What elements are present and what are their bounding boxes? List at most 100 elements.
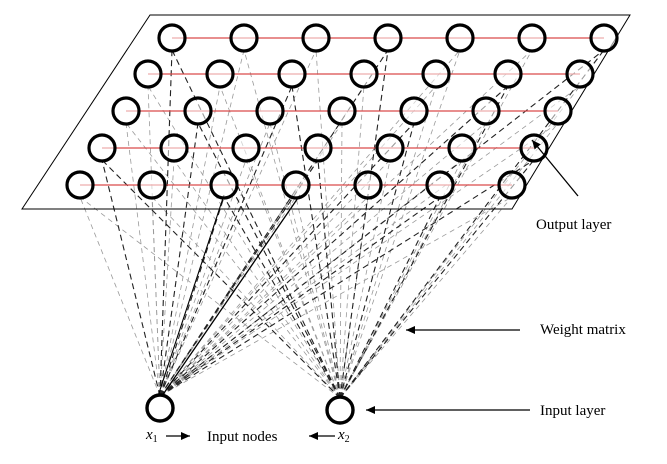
x2-subscript: 2 [344, 434, 350, 445]
output-node [229, 23, 259, 53]
weight-connection [339, 122, 343, 399]
weight-connection [159, 49, 605, 397]
weight-connection [339, 85, 365, 399]
weight-connection [339, 122, 415, 399]
weight-connection [151, 196, 341, 399]
weight-connection [159, 49, 533, 397]
weight-connection-solid [157, 194, 225, 397]
weight-connection [125, 122, 161, 397]
input-nodes-label: Input nodes [207, 429, 278, 445]
output-layer-pointer-arrow [531, 139, 579, 197]
x1-variable-label: x1 [146, 428, 158, 445]
output-node [87, 133, 117, 163]
output-node [471, 96, 501, 126]
output-node [157, 23, 187, 53]
output-node [353, 170, 383, 200]
output-node [425, 170, 455, 200]
weight-connection [339, 49, 533, 399]
weight-connection [159, 85, 293, 397]
output-node [399, 96, 429, 126]
weight-connection [295, 196, 341, 399]
weight-connection [339, 85, 437, 399]
weight-connection [219, 85, 341, 399]
output-layer-label: Output layer [536, 217, 612, 233]
weight-connection [339, 122, 487, 399]
input-node-x2 [325, 395, 355, 425]
weight-matrix-label: Weight matrix [540, 322, 626, 338]
weight-connection [223, 196, 341, 399]
output-node [421, 59, 451, 89]
output-node [111, 96, 141, 126]
weight-connection [339, 159, 535, 399]
output-node [133, 59, 163, 89]
weight-connection [151, 196, 161, 397]
weight-connection [315, 49, 341, 399]
output-node [349, 59, 379, 89]
weight-connection [159, 85, 365, 397]
weight-connection [101, 159, 341, 399]
weight-connection [269, 122, 341, 399]
output-node [281, 170, 311, 200]
weight-connection [339, 85, 509, 399]
weight-connection [159, 159, 175, 397]
x2-variable-label: x2 [338, 428, 350, 445]
output-node [447, 133, 477, 163]
weight-connection [159, 85, 509, 397]
weight-connection [339, 196, 513, 399]
x1-subscript: 1 [152, 434, 158, 445]
weight-connection-solid [161, 194, 301, 397]
weight-connection [159, 159, 535, 397]
weight-connection [159, 122, 199, 397]
output-node [565, 59, 595, 89]
output-node [301, 23, 331, 53]
weight-connection [159, 49, 317, 397]
output-layer-plane [21, 14, 631, 210]
weight-connection [79, 196, 341, 399]
weight-connection [101, 159, 161, 397]
weight-connection [159, 196, 225, 397]
weight-connection [159, 122, 487, 397]
output-node [327, 96, 357, 126]
output-node [493, 59, 523, 89]
weight-connection [339, 49, 461, 399]
output-node [375, 133, 405, 163]
weight-connection [245, 159, 341, 399]
output-node [65, 170, 95, 200]
weight-connection [159, 49, 173, 397]
weight-connection [159, 196, 441, 397]
output-node [137, 170, 167, 200]
weight-connection [173, 159, 341, 399]
output-node [209, 170, 239, 200]
output-node [205, 59, 235, 89]
weight-connection [159, 159, 319, 397]
output-node [543, 96, 573, 126]
output-node [303, 133, 333, 163]
output-node [277, 59, 307, 89]
output-node [231, 133, 261, 163]
output-node [497, 170, 527, 200]
output-node [445, 23, 475, 53]
weight-connection [147, 85, 341, 399]
output-node [589, 23, 619, 53]
x2-base: x [338, 427, 345, 443]
weight-connection [159, 159, 391, 397]
input-node-x1 [145, 393, 175, 423]
weight-connection [197, 122, 341, 399]
weight-connection [159, 85, 437, 397]
weight-connection [339, 159, 391, 399]
weight-connection [125, 122, 341, 399]
weight-connection [159, 196, 369, 397]
output-node [517, 23, 547, 53]
weight-connection [291, 85, 341, 399]
weight-connection [159, 196, 513, 397]
output-node [183, 96, 213, 126]
weight-connection [339, 49, 389, 399]
output-node [519, 133, 549, 163]
weight-connection [159, 85, 221, 397]
weight-connection [339, 196, 441, 399]
output-node [373, 23, 403, 53]
weight-connection [159, 85, 581, 397]
output-node [159, 133, 189, 163]
